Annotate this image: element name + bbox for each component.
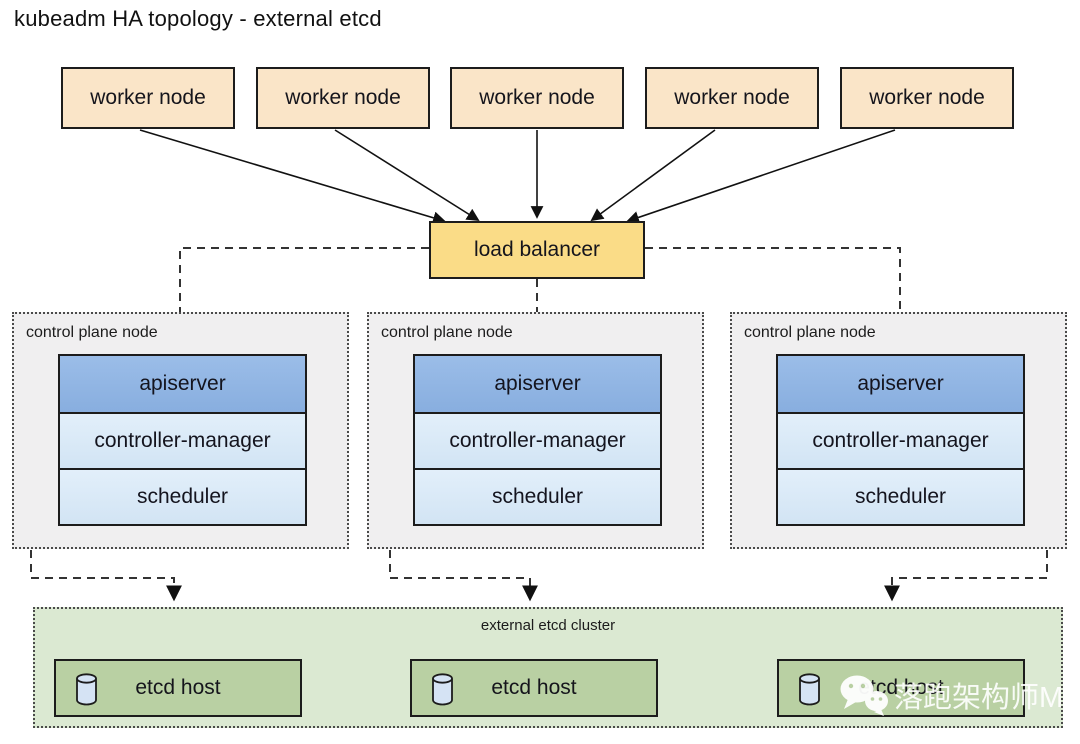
apiserver-box: apiserver	[415, 356, 660, 412]
apiserver-box: apiserver	[778, 356, 1023, 412]
controller-manager-box: controller-manager	[778, 412, 1023, 468]
worker-to-lb-arrows	[139, 129, 896, 225]
scheduler-box: scheduler	[415, 468, 660, 524]
worker-node-box: worker node	[840, 67, 1014, 129]
etcd-host-label: etcd host	[491, 676, 577, 699]
database-cylinder-icon	[432, 673, 453, 706]
control-plane-stack: apiserver controller-manager scheduler	[413, 354, 662, 526]
external-etcd-cluster-box: external etcd cluster etcd host etcd hos…	[33, 607, 1063, 728]
worker-node-box: worker node	[645, 67, 819, 129]
etcd-host-label: etcd host	[135, 676, 221, 699]
controller-manager-box: controller-manager	[60, 412, 305, 468]
worker-node-label: worker node	[285, 86, 401, 109]
control-plane-node-label: control plane node	[26, 324, 158, 341]
control-plane-node-label: control plane node	[744, 324, 876, 341]
control-plane-node-box: control plane node apiserver controller-…	[12, 312, 349, 549]
worker-node-box: worker node	[61, 67, 235, 129]
control-plane-stack: apiserver controller-manager scheduler	[776, 354, 1025, 526]
external-etcd-cluster-label: external etcd cluster	[480, 617, 616, 634]
control-plane-node-box: control plane node apiserver controller-…	[367, 312, 704, 549]
load-balancer-box: load balancer	[429, 221, 645, 279]
worker-node-label: worker node	[479, 86, 595, 109]
wechat-icon	[840, 675, 888, 716]
database-cylinder-icon	[76, 673, 97, 706]
watermark-text: 落跑架构师M	[894, 682, 1064, 714]
controller-manager-box: controller-manager	[415, 412, 660, 468]
worker-node-label: worker node	[90, 86, 206, 109]
scheduler-box: scheduler	[778, 468, 1023, 524]
etcd-host-box: etcd host	[54, 659, 302, 717]
apiserver-box: apiserver	[60, 356, 305, 412]
worker-node-box: worker node	[256, 67, 430, 129]
control-plane-node-label: control plane node	[381, 324, 513, 341]
scheduler-box: scheduler	[60, 468, 305, 524]
database-cylinder-icon	[799, 673, 820, 706]
worker-node-label: worker node	[674, 86, 790, 109]
control-plane-node-box: control plane node apiserver controller-…	[730, 312, 1067, 549]
etcd-host-box: etcd host	[777, 659, 1025, 717]
watermark: 落跑架构师M	[838, 671, 1068, 719]
worker-node-label: worker node	[869, 86, 985, 109]
worker-node-box: worker node	[450, 67, 624, 129]
etcd-host-box: etcd host	[410, 659, 658, 717]
diagram-title: kubeadm HA topology - external etcd	[14, 6, 382, 31]
load-balancer-label: load balancer	[473, 238, 601, 261]
control-plane-stack: apiserver controller-manager scheduler	[58, 354, 307, 526]
